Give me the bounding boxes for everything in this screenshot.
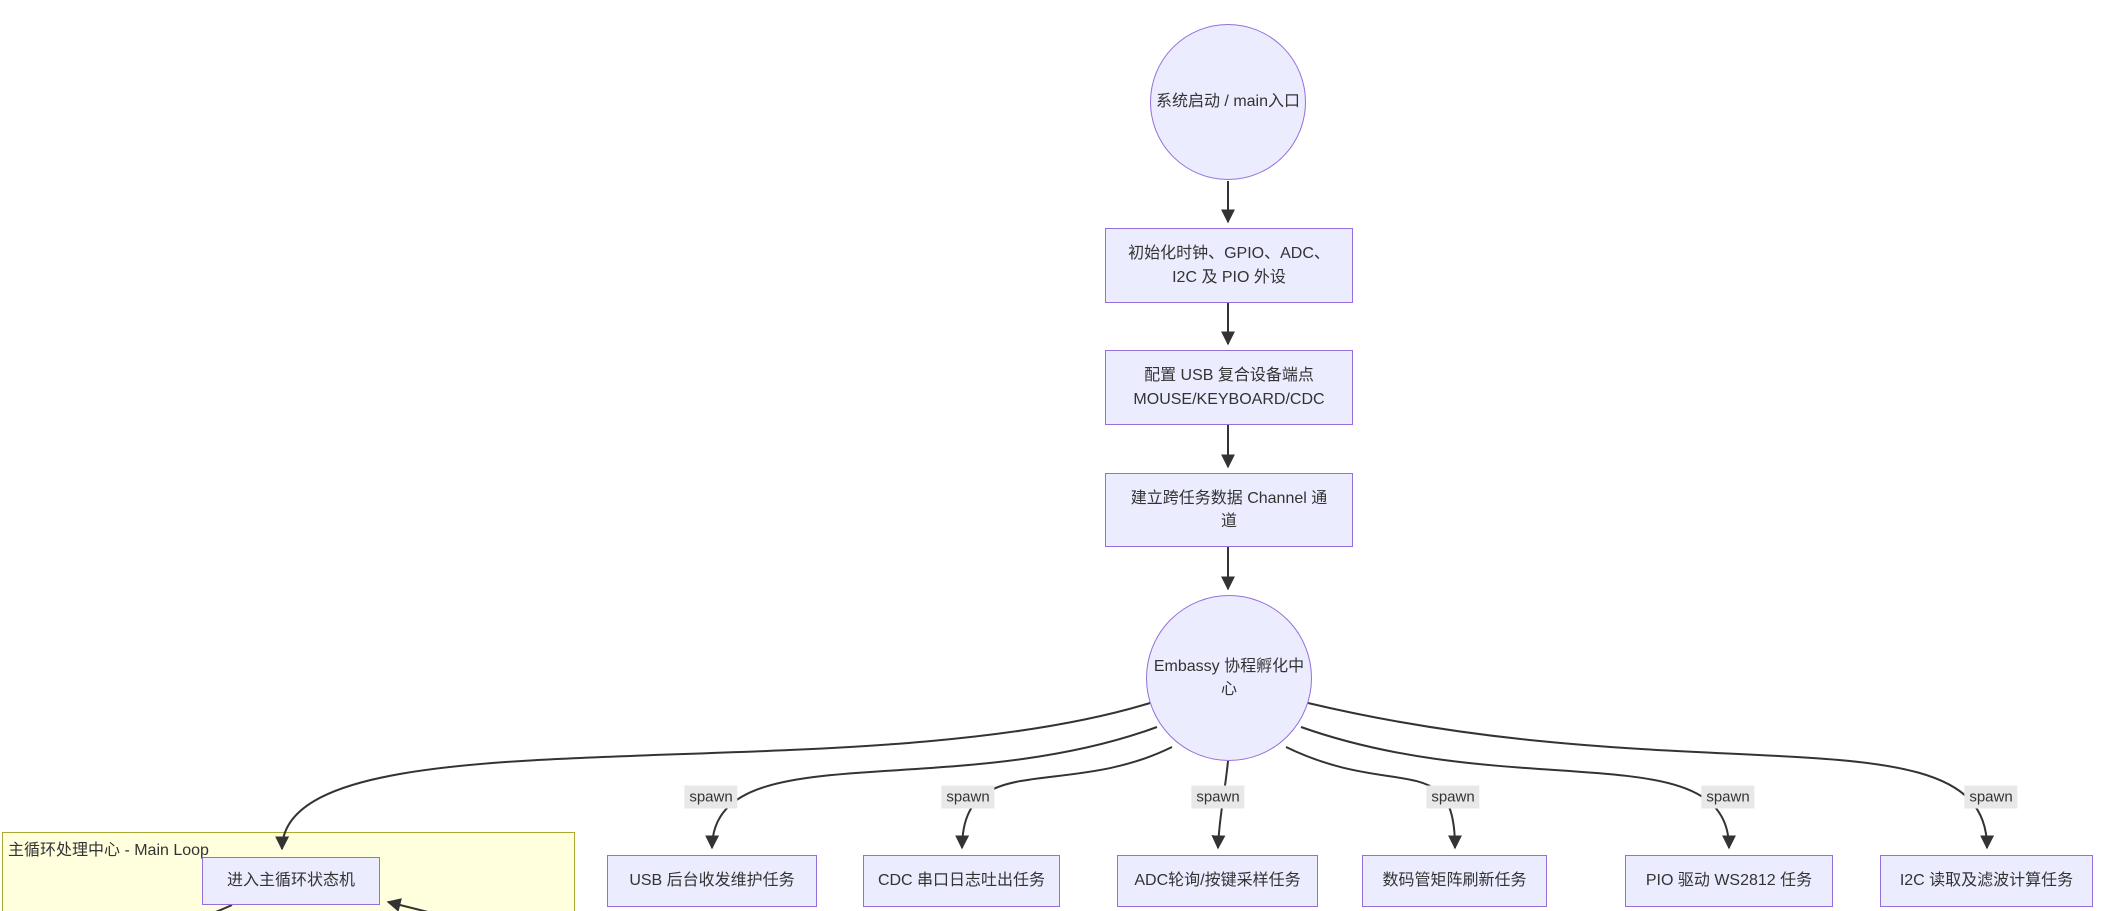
edge-label-spawn-i2c: spawn	[1964, 785, 2018, 809]
node-segment-task-label: 数码管矩阵刷新任务	[1382, 872, 1527, 890]
node-pio-task: PIO 驱动 WS2812 任务	[1625, 855, 1833, 907]
node-pio-task-label: PIO 驱动 WS2812 任务	[1645, 872, 1813, 890]
node-usb-task: USB 后台收发维护任务	[607, 855, 817, 907]
node-cdc-task: CDC 串口日志吐出任务	[863, 855, 1060, 907]
edge-label-spawn-pio: spawn	[1701, 785, 1755, 809]
edge-label-spawn-usb: spawn	[684, 785, 738, 809]
node-init-peripherals-line2: I2C 及 PIO 外设	[1172, 268, 1286, 286]
node-i2c-task: I2C 读取及滤波计算任务	[1880, 855, 2093, 907]
node-embassy-spawner-label: Embassy 协程孵化中心	[1153, 657, 1305, 698]
node-segment-task: 数码管矩阵刷新任务	[1362, 855, 1547, 907]
edge-mainloop-in-stub	[386, 898, 429, 911]
main-loop-subgraph-label: 主循环处理中心 - Main Loop	[8, 842, 209, 859]
node-init-peripherals-line1: 初始化时钟、GPIO、ADC、	[1128, 245, 1330, 263]
edge-label-spawn-seg: spawn	[1426, 785, 1480, 809]
node-channel-setup: 建立跨任务数据 Channel 通 道	[1105, 473, 1353, 547]
edge-spawner-segtask	[1285, 746, 1462, 850]
node-adc-task-label: ADC轮询/按键采样任务	[1134, 872, 1301, 890]
node-usb-config-line1: 配置 USB 复合设备端点	[1144, 367, 1314, 385]
node-init-peripherals: 初始化时钟、GPIO、ADC、 I2C 及 PIO 外设	[1105, 228, 1353, 303]
node-main-loop: 进入主循环状态机	[202, 857, 380, 905]
edge-spawner-i2ctask	[1307, 702, 1995, 850]
node-adc-task: ADC轮询/按键采样任务	[1117, 855, 1318, 907]
node-i2c-task-label: I2C 读取及滤波计算任务	[1899, 872, 2074, 890]
edge-mainloop-out-stub	[215, 904, 233, 911]
node-usb-config: 配置 USB 复合设备端点 MOUSE/KEYBOARD/CDC	[1105, 350, 1353, 425]
node-cdc-task-label: CDC 串口日志吐出任务	[877, 872, 1046, 890]
edge-spawner-piotask	[1300, 726, 1736, 850]
node-system-start: 系统启动 / main入口	[1150, 24, 1306, 180]
node-channel-setup-line2: 道	[1220, 513, 1237, 530]
node-main-loop-label: 进入主循环状态机	[226, 872, 355, 890]
node-system-start-label: 系统启动 / main入口	[1155, 93, 1301, 111]
edge-label-spawn-adc: spawn	[1191, 785, 1245, 809]
edge-spawner-cdctask	[955, 746, 1173, 850]
node-usb-task-label: USB 后台收发维护任务	[629, 872, 795, 890]
node-channel-setup-line1: 建立跨任务数据 Channel 通	[1130, 489, 1328, 507]
edge-spawner-usbtask	[705, 726, 1158, 850]
edge-spawner-mainloop	[275, 702, 1151, 851]
node-usb-config-line2: MOUSE/KEYBOARD/CDC	[1133, 390, 1325, 408]
node-embassy-spawner: Embassy 协程孵化中心	[1146, 595, 1312, 761]
edge-label-spawn-cdc: spawn	[941, 785, 995, 809]
